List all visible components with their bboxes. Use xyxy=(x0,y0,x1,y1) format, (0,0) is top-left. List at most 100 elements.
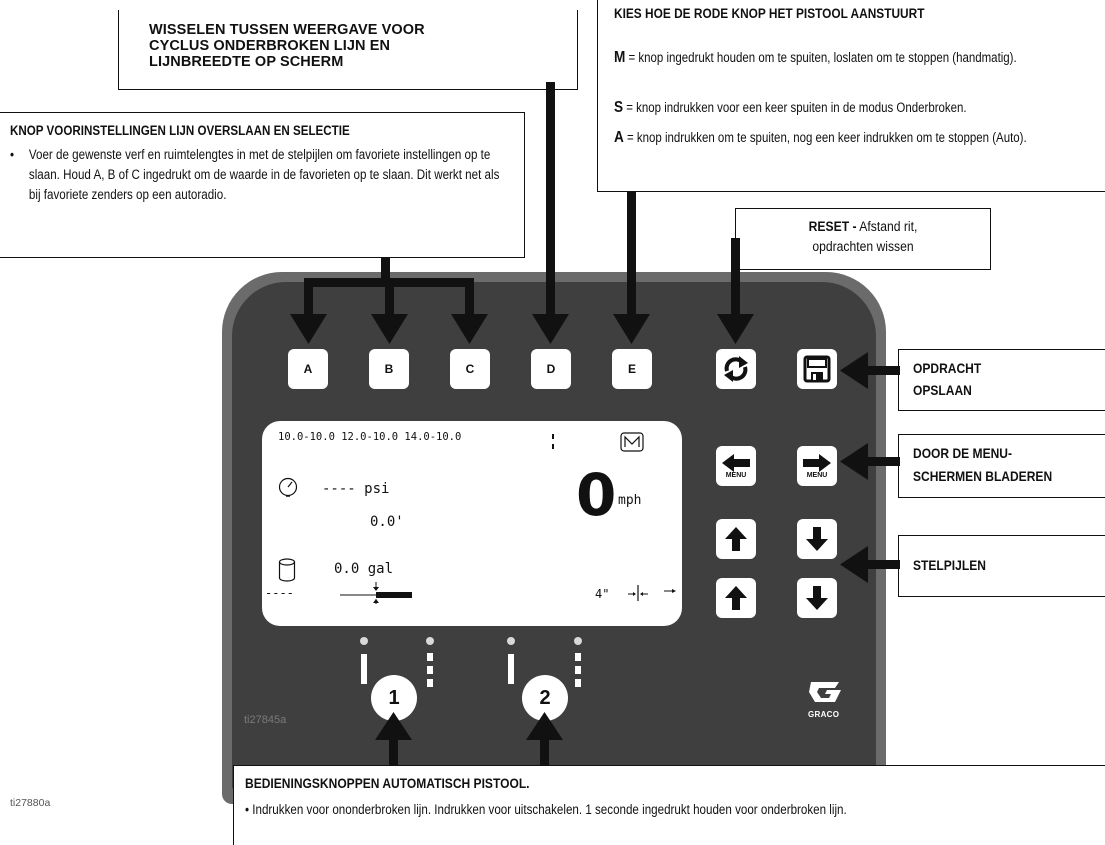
speed-unit: mph xyxy=(618,493,642,508)
gun1-button[interactable]: 1 xyxy=(371,675,417,721)
arrow-down-icon xyxy=(806,586,828,610)
line-width-indicator xyxy=(340,582,412,604)
gun2-button[interactable]: 2 xyxy=(522,675,568,721)
save-job-button[interactable] xyxy=(797,349,837,389)
gun2-left-led xyxy=(507,637,515,645)
reset-button[interactable] xyxy=(716,349,756,389)
adjust-down-button-1[interactable] xyxy=(797,519,837,559)
callout-save-job: OPDRACHT OPSLAAN xyxy=(898,349,1105,411)
callout-toggle-display-text: WISSELEN TUSSEN WEERGAVE VOOR CYCLUS OND… xyxy=(149,22,425,70)
menu-right-button[interactable]: MENU xyxy=(797,446,837,486)
mode-a-key: A xyxy=(614,129,624,146)
menu-right-label: MENU xyxy=(806,471,828,479)
arrow-up-icon xyxy=(725,527,747,551)
gun1-dash-indicator xyxy=(427,653,433,661)
callout-toggle-display: WISSELEN TUSSEN WEERGAVE VOOR CYCLUS OND… xyxy=(118,10,578,90)
button-b[interactable]: B xyxy=(369,349,409,389)
gun2-dash-indicator xyxy=(575,679,581,687)
mode-m-icon xyxy=(620,432,644,452)
callout-red-button-mode-title: KIES HOE DE RODE KNOP HET PISTOOL AANSTU… xyxy=(614,6,925,21)
mode-s-description: S = knop indrukken voor een keer spuiten… xyxy=(614,98,1090,118)
gun2-dash-indicator xyxy=(575,666,581,674)
arrow-down-icon xyxy=(806,527,828,551)
adjust-up-button-1[interactable] xyxy=(716,519,756,559)
callout-preset-skip-line-body: • Voer de gewenste verf en ruimtelengtes… xyxy=(10,145,509,205)
panel-id-label: ti27845a xyxy=(244,714,287,726)
callout-adjust-arrows-text: STELPIJLEN xyxy=(913,557,986,573)
adjust-down-button-2[interactable] xyxy=(797,578,837,618)
callout-save-job-line1: OPDRACHT xyxy=(913,360,982,376)
speed-value: 0 xyxy=(576,461,617,529)
distance-reading: 0.0' xyxy=(370,514,404,530)
line-dashes: ---- xyxy=(265,586,294,600)
arrow-up-icon xyxy=(725,586,747,610)
adjust-up-button-2[interactable] xyxy=(716,578,756,618)
callout-auto-gun-title: BEDIENINGSKNOPPEN AUTOMATISCH PISTOOL. xyxy=(245,775,530,791)
button-d[interactable]: D xyxy=(531,349,571,389)
callout-reset-line1: Afstand rit, xyxy=(859,219,918,234)
figure-id-label: ti27880a xyxy=(10,797,51,809)
arrow-left-icon xyxy=(722,453,750,472)
preset-values: 10.0-10.0 12.0-10.0 14.0-10.0 xyxy=(278,431,462,443)
graco-logo-icon xyxy=(809,682,841,702)
callout-menu-scroll-line1: DOOR DE MENU- xyxy=(913,445,1013,461)
callout-auto-gun-buttons: BEDIENINGSKNOPPEN AUTOMATISCH PISTOOL. •… xyxy=(233,765,1105,845)
mode-a-text: = knop indrukken om te spuiten, nog een … xyxy=(627,130,1027,145)
callout-reset-line2: opdrachten wissen xyxy=(812,239,914,254)
callout-adjust-arrows: STELPIJLEN xyxy=(898,535,1105,597)
arrow-right-icon xyxy=(803,453,831,472)
gun1-dash-indicator xyxy=(427,679,433,687)
callout-auto-gun-body: • Indrukken voor ononderbroken lijn. Ind… xyxy=(245,802,847,817)
callout-preset-skip-line-text: Voer de gewenste verf en ruimtelengtes i… xyxy=(28,147,500,202)
gun1-right-led xyxy=(426,637,434,645)
callout-red-button-mode: KIES HOE DE RODE KNOP HET PISTOOL AANSTU… xyxy=(597,0,1105,192)
gun2-dash-indicator xyxy=(575,653,581,661)
button-c[interactable]: C xyxy=(450,349,490,389)
gun2-right-led xyxy=(574,637,582,645)
callout-reset-text: RESET - Afstand rit, opdrachten wissen xyxy=(749,217,978,257)
line-width-icon xyxy=(628,585,648,601)
volume-reading: 0.0 gal xyxy=(334,561,394,577)
gun1-solid-line-indicator xyxy=(361,654,367,684)
button-b-label: B xyxy=(384,362,394,376)
lcd-screen: 10.0-10.0 12.0-10.0 14.0-10.0 ---- psi 0… xyxy=(262,421,682,626)
mode-m-text: = knop ingedrukt houden om te spuiten, l… xyxy=(628,50,1017,65)
button-a[interactable]: A xyxy=(288,349,328,389)
gun1-left-led xyxy=(360,637,368,645)
mode-s-key: S xyxy=(614,99,624,116)
button-e[interactable]: E xyxy=(612,349,652,389)
callout-auto-gun-text: Indrukken voor ononderbroken lijn. Indru… xyxy=(252,802,847,817)
menu-left-button[interactable]: MENU xyxy=(716,446,756,486)
button-a-label: A xyxy=(303,362,313,376)
callout-preset-skip-line: KNOP VOORINSTELLINGEN LIJN OVERSLAAN EN … xyxy=(0,112,525,258)
mode-m-description: M = knop ingedrukt houden om te spuiten,… xyxy=(614,48,1090,68)
callout-reset-bold: RESET - xyxy=(808,219,857,234)
button-d-label: D xyxy=(546,362,556,376)
reset-icon xyxy=(724,356,748,382)
menu-left-label: MENU xyxy=(725,471,747,479)
mode-m-key: M xyxy=(614,49,626,66)
gun2-solid-line-indicator xyxy=(508,654,514,684)
line-width-value: 4" xyxy=(595,587,610,601)
callout-menu-scroll: DOOR DE MENU- SCHERMEN BLADEREN xyxy=(898,434,1105,498)
button-c-label: C xyxy=(465,362,475,376)
direction-arrow-icon xyxy=(664,589,676,593)
gun1-button-label: 1 xyxy=(388,686,400,709)
callout-preset-skip-line-title: KNOP VOORINSTELLINGEN LIJN OVERSLAAN EN … xyxy=(10,123,350,138)
callout-reset: RESET - Afstand rit, opdrachten wissen xyxy=(735,208,991,270)
floppy-disk-icon xyxy=(803,355,831,383)
brand-label: GRACO xyxy=(808,710,840,719)
mode-s-text: = knop indrukken voor een keer spuiten i… xyxy=(626,100,967,115)
callout-menu-scroll-line2: SCHERMEN BLADEREN xyxy=(913,468,1053,484)
paint-volume-icon xyxy=(278,558,296,582)
gun1-dash-indicator xyxy=(427,666,433,674)
skip-indicator-top xyxy=(552,434,554,439)
skip-indicator-bottom xyxy=(552,444,554,449)
gun2-button-label: 2 xyxy=(539,686,551,709)
mode-a-description: A = knop indrukken om te spuiten, nog ee… xyxy=(614,128,1090,148)
callout-save-job-line2: OPSLAAN xyxy=(913,382,972,398)
pressure-gauge-icon xyxy=(278,477,298,497)
pressure-reading: ---- psi xyxy=(322,481,390,497)
bullet-icon: • xyxy=(10,147,15,162)
button-e-label: E xyxy=(627,362,636,376)
